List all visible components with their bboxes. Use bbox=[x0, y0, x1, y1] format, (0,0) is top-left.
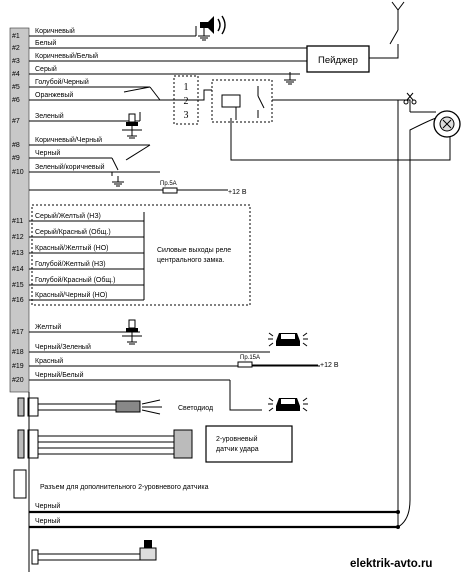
relay-box bbox=[211, 79, 273, 123]
wire-label: Серый/Красный (Общ.) bbox=[35, 228, 111, 236]
junction-dot bbox=[396, 510, 400, 514]
central-lock-box bbox=[31, 204, 251, 306]
extra-sensor-connector bbox=[13, 469, 27, 499]
pin-number: #15 bbox=[12, 282, 24, 289]
pin-number: #17 bbox=[12, 329, 24, 336]
pin-number: #9 bbox=[12, 155, 20, 162]
wire-segment bbox=[272, 99, 411, 112]
wire-label: Красный bbox=[35, 357, 63, 365]
black-wire-label: Черный bbox=[35, 502, 60, 510]
lock-outputs-label-1: Силовые выходы реле bbox=[157, 247, 231, 254]
wire-label: Коричневый bbox=[35, 27, 75, 35]
wire-label: Голубой/Красный (Общ.) bbox=[35, 276, 115, 284]
pin-number: #19 bbox=[12, 363, 24, 370]
watermark: elektrik-avto.ru bbox=[350, 558, 432, 570]
pin-number: #4 bbox=[12, 71, 20, 78]
car-lights-icon-2 bbox=[268, 397, 308, 412]
pin-number: #13 bbox=[12, 250, 24, 257]
car-lights-icon bbox=[268, 332, 308, 347]
shock-sensor-box bbox=[205, 425, 293, 463]
fuse-5a-label: Пр.5А bbox=[160, 181, 177, 187]
wire-label: Зеленый/коричневый bbox=[35, 163, 105, 171]
pin-number: #5 bbox=[12, 84, 20, 91]
pin-number: #14 bbox=[12, 266, 24, 273]
relay-selector-box bbox=[173, 75, 199, 125]
led-connector bbox=[17, 397, 162, 417]
main-connector bbox=[9, 27, 30, 393]
shock-sensor-connector bbox=[17, 429, 193, 459]
pin-number: #2 bbox=[12, 45, 20, 52]
wire-segment bbox=[230, 118, 451, 161]
wire-segment bbox=[369, 44, 399, 59]
ground-icon bbox=[112, 74, 296, 187]
cut-point-icon bbox=[403, 92, 417, 105]
bottom-connector bbox=[31, 540, 157, 565]
wire-label: Голубой/Черный bbox=[35, 78, 89, 86]
wire-segment bbox=[229, 380, 262, 411]
wire-label: Красный/Черный (НО) bbox=[35, 291, 107, 299]
wire-label: Коричневый/Белый bbox=[35, 52, 98, 60]
wire-segment bbox=[111, 157, 119, 171]
pin-number: #20 bbox=[12, 377, 24, 384]
led-label: Светодиод bbox=[178, 405, 213, 412]
wire-label: Серый/Желтый (НЗ) bbox=[35, 212, 101, 220]
wire-label: Оранжевый bbox=[35, 91, 73, 99]
pin-number: #8 bbox=[12, 142, 20, 149]
pager-box bbox=[306, 45, 370, 73]
pin-number: #7 bbox=[12, 118, 20, 125]
wire-segment bbox=[149, 86, 161, 101]
relay-number-1: 1 bbox=[184, 82, 189, 93]
plus-12v-label-b: +12 В bbox=[320, 362, 339, 369]
siren-icon bbox=[198, 15, 226, 41]
pin-number: #10 bbox=[12, 169, 24, 176]
wire-segment bbox=[123, 86, 151, 93]
fuse-5a bbox=[162, 187, 178, 194]
relay-contact bbox=[257, 86, 265, 118]
relay-coil bbox=[221, 94, 241, 108]
wire-segment bbox=[111, 171, 160, 176]
pin-number: #12 bbox=[12, 234, 24, 241]
lock-outputs-label-2: центрального замка. bbox=[157, 257, 224, 264]
pager-label: Пейджер bbox=[318, 55, 358, 66]
junction-dot bbox=[396, 525, 400, 529]
wire-label: Черный/Белый bbox=[35, 371, 84, 379]
connector-pins: #1 #2 #3 #4 #5 #6 #7 #8 #9 #10 #11 #12 #13 #14 #15 #16 #… bbox=[12, 33, 24, 384]
wire-label: Красный/Желтый (НО) bbox=[35, 244, 109, 252]
wire-label: Голубой/Желтый (НЗ) bbox=[35, 260, 106, 268]
pin-number: #18 bbox=[12, 349, 24, 356]
relay-number-3: 3 bbox=[184, 110, 189, 121]
relay-number-2: 2 bbox=[184, 96, 189, 107]
ignition-switch-icon bbox=[433, 110, 461, 138]
wire-segment bbox=[125, 144, 151, 161]
pin-number: #11 bbox=[12, 218, 23, 225]
extra-connector-label: Разъем для дополнительного 2-уровневого … bbox=[40, 484, 209, 491]
wire-label: Коричневый/Черный bbox=[35, 136, 102, 144]
pin-number: #16 bbox=[12, 297, 24, 304]
wire-label: Белый bbox=[35, 39, 56, 47]
wire-label: Серый bbox=[35, 65, 57, 73]
black-wire-label: Черный bbox=[35, 517, 60, 525]
fuse-15a-label: Пр.15А bbox=[240, 355, 260, 361]
wire-label: Черный bbox=[35, 149, 60, 157]
pin-number: #3 bbox=[12, 58, 20, 65]
pin-number: #6 bbox=[12, 97, 20, 104]
wire-segment bbox=[172, 89, 212, 101]
wire-label: Черный/Зеленый bbox=[35, 343, 91, 351]
ignition-wire bbox=[397, 117, 437, 528]
antenna-icon bbox=[389, 1, 405, 45]
wire-label: Желтый bbox=[35, 323, 61, 331]
plus-12v-label-a: +12 В bbox=[228, 189, 247, 196]
trunk-switch-icon bbox=[122, 319, 142, 345]
hood-switch-icon bbox=[122, 113, 142, 139]
shock-sensor-label-1: 2-уровневый bbox=[216, 435, 258, 443]
wire-label: Зеленый bbox=[35, 112, 64, 120]
fuse-15a bbox=[237, 361, 253, 368]
shock-sensor-label-2: датчик удара bbox=[216, 446, 259, 453]
pin-number: #1 bbox=[12, 33, 20, 40]
